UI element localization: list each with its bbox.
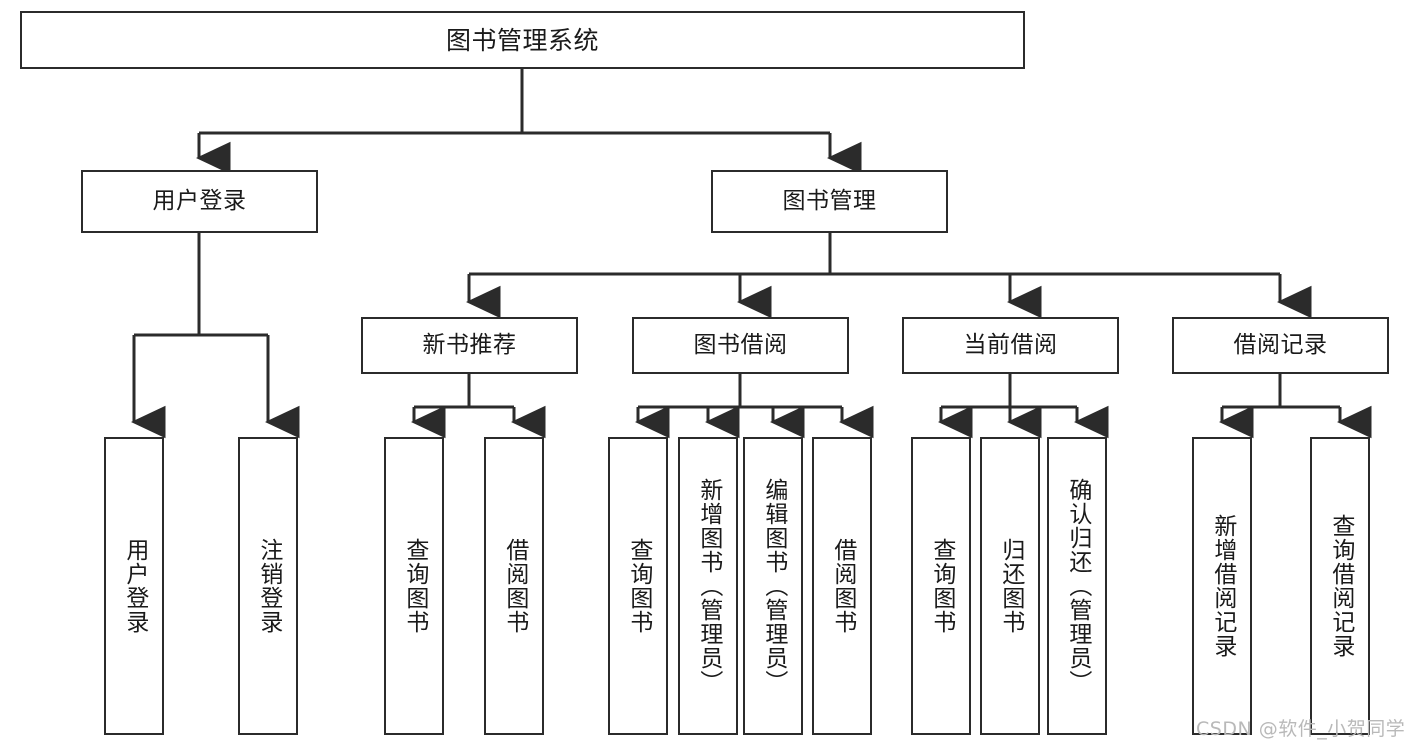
leaf-borrow-borrow-book-label: 借阅图书 bbox=[829, 538, 856, 634]
leaf-user-logout[interactable]: 注销登录 bbox=[238, 437, 298, 735]
leaf-borrow-add-book[interactable]: 新增图书（管理员） bbox=[678, 437, 738, 735]
node-borrow-record[interactable]: 借阅记录 bbox=[1172, 317, 1389, 374]
leaf-new-book-query[interactable]: 查询图书 bbox=[384, 437, 444, 735]
node-book-management[interactable]: 图书管理 bbox=[711, 170, 948, 233]
node-root[interactable]: 图书管理系统 bbox=[20, 11, 1025, 69]
node-new-book-recommend-label: 新书推荐 bbox=[422, 332, 517, 358]
leaf-new-book-query-label: 查询图书 bbox=[401, 538, 428, 634]
leaf-current-confirm-return[interactable]: 确认归还（管理员） bbox=[1047, 437, 1107, 735]
leaf-user-login[interactable]: 用户登录 bbox=[104, 437, 164, 735]
leaf-record-add[interactable]: 新增借阅记录 bbox=[1192, 437, 1252, 735]
node-book-borrow-label: 图书借阅 bbox=[693, 332, 788, 358]
node-book-borrow[interactable]: 图书借阅 bbox=[632, 317, 849, 374]
leaf-borrow-edit-book-label: 编辑图书（管理员） bbox=[760, 478, 787, 694]
leaf-record-add-label: 新增借阅记录 bbox=[1209, 514, 1236, 658]
node-user-login[interactable]: 用户登录 bbox=[81, 170, 318, 233]
leaf-new-book-borrow[interactable]: 借阅图书 bbox=[484, 437, 544, 735]
node-book-management-label: 图书管理 bbox=[782, 188, 877, 214]
leaf-user-logout-label: 注销登录 bbox=[255, 538, 282, 634]
leaf-new-book-borrow-label: 借阅图书 bbox=[501, 538, 528, 634]
leaf-borrow-borrow-book[interactable]: 借阅图书 bbox=[812, 437, 872, 735]
leaf-record-query[interactable]: 查询借阅记录 bbox=[1310, 437, 1370, 735]
leaf-current-confirm-return-label: 确认归还（管理员） bbox=[1064, 478, 1091, 694]
node-borrow-record-label: 借阅记录 bbox=[1233, 332, 1328, 358]
node-current-borrow[interactable]: 当前借阅 bbox=[902, 317, 1119, 374]
leaf-borrow-edit-book[interactable]: 编辑图书（管理员） bbox=[743, 437, 803, 735]
node-root-label: 图书管理系统 bbox=[445, 25, 599, 55]
watermark: CSDN @软件_小贺同学 bbox=[1196, 718, 1405, 740]
leaf-borrow-add-book-label: 新增图书（管理员） bbox=[695, 478, 722, 694]
leaf-user-login-label: 用户登录 bbox=[121, 538, 148, 634]
node-current-borrow-label: 当前借阅 bbox=[963, 332, 1058, 358]
leaf-current-query-book[interactable]: 查询图书 bbox=[911, 437, 971, 735]
leaf-current-return-book[interactable]: 归还图书 bbox=[980, 437, 1040, 735]
leaf-record-query-label: 查询借阅记录 bbox=[1327, 514, 1354, 658]
leaf-current-query-book-label: 查询图书 bbox=[928, 538, 955, 634]
leaf-borrow-query-book-label: 查询图书 bbox=[625, 538, 652, 634]
node-user-login-label: 用户登录 bbox=[152, 188, 247, 214]
leaf-borrow-query-book[interactable]: 查询图书 bbox=[608, 437, 668, 735]
leaf-current-return-book-label: 归还图书 bbox=[997, 538, 1024, 634]
node-new-book-recommend[interactable]: 新书推荐 bbox=[361, 317, 578, 374]
